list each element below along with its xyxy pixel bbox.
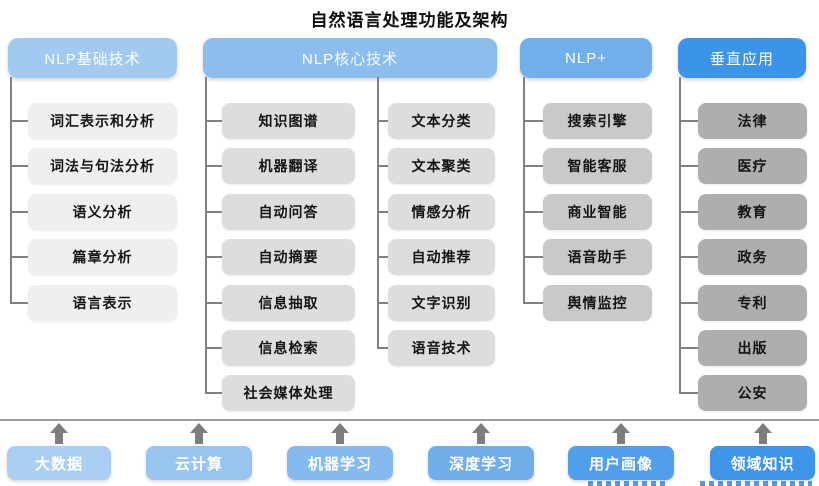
up-arrow-icon: [758, 433, 767, 444]
connector-branch: [205, 347, 222, 349]
connector-branch: [205, 120, 222, 122]
diagram-node: 信息检索: [222, 330, 355, 366]
connector-branch: [523, 302, 543, 304]
foundation-box: 机器学习: [287, 446, 393, 480]
foundation-divider: [0, 419, 819, 421]
foundation-box: 深度学习: [428, 446, 534, 480]
connector-branch: [679, 302, 698, 304]
connector-branch: [205, 302, 222, 304]
connector-branch: [679, 211, 698, 213]
diagram-node: 搜索引擎: [543, 103, 652, 139]
diagram-node: 商业智能: [543, 194, 652, 230]
up-arrow-icon: [50, 423, 68, 433]
diagram-node: 语义分析: [28, 194, 177, 230]
column-header-2: NLP+: [520, 38, 652, 78]
diagram-node: 词汇表示和分析: [28, 103, 177, 139]
connector-branch: [679, 392, 698, 394]
connector-branch: [377, 302, 388, 304]
diagram-node: 语音技术: [388, 330, 495, 366]
connector-branch: [377, 165, 388, 167]
diagram-node: 公安: [698, 375, 807, 411]
connector-line: [10, 77, 12, 303]
connector-branch: [523, 211, 543, 213]
column-header-0: NLP基础技术: [8, 38, 177, 78]
connector-branch: [377, 256, 388, 258]
connector-branch: [205, 256, 222, 258]
diagram-node: 舆情监控: [543, 285, 652, 321]
up-arrow-icon: [331, 423, 349, 433]
diagram-node: 词法与句法分析: [28, 148, 177, 184]
connector-branch: [679, 120, 698, 122]
up-arrow-icon: [195, 433, 203, 444]
connector-line: [205, 77, 207, 393]
up-arrow-icon: [617, 433, 625, 444]
diagram-node: 智能客服: [543, 148, 652, 184]
connector-branch: [523, 120, 543, 122]
diagram-node: 知识图谱: [222, 103, 355, 139]
diagram-node: 自动问答: [222, 194, 355, 230]
connector-branch: [205, 211, 222, 213]
connector-branch: [377, 120, 388, 122]
diagram-node: 语音助手: [543, 239, 652, 275]
connector-branch: [523, 256, 543, 258]
connector-branch: [679, 165, 698, 167]
connector-branch: [377, 347, 388, 349]
connector-branch: [205, 165, 222, 167]
diagram-node: 情感分析: [388, 194, 495, 230]
foundation-box: 用户画像: [568, 446, 674, 480]
connector-branch: [679, 347, 698, 349]
diagram-node: 篇章分析: [28, 239, 177, 275]
diagram-node: 信息抽取: [222, 285, 355, 321]
connector-branch: [205, 392, 222, 394]
column-header-3: 垂直应用: [678, 38, 806, 78]
foundation-box: 大数据: [7, 446, 111, 480]
diagram-node: 文本分类: [388, 103, 495, 139]
diagram-node: 政务: [698, 239, 807, 275]
foundation-box: 云计算: [146, 446, 252, 480]
up-arrow-icon: [55, 433, 63, 444]
connector-branch: [10, 302, 28, 304]
diagram-node: 专利: [698, 285, 807, 321]
connector-line: [679, 77, 681, 393]
connector-branch: [679, 256, 698, 258]
connector-branch: [377, 211, 388, 213]
connector-branch: [523, 165, 543, 167]
connector-branch: [10, 165, 28, 167]
diagram-node: 自动摘要: [222, 239, 355, 275]
diagram-node: 法律: [698, 103, 807, 139]
diagram-node: 文字识别: [388, 285, 495, 321]
up-arrow-icon: [190, 423, 208, 433]
diagram-node: 自动推荐: [388, 239, 495, 275]
foundation-box: 领域知识: [710, 446, 815, 480]
up-arrow-icon: [612, 423, 630, 433]
up-arrow-icon: [753, 423, 772, 433]
diagram-title: 自然语言处理功能及架构: [310, 11, 509, 30]
diagram-node: 机器翻译: [222, 148, 355, 184]
diagram-node: 教育: [698, 194, 807, 230]
connector-branch: [10, 120, 28, 122]
up-arrow-icon: [477, 433, 485, 444]
diagram-node: 出版: [698, 330, 807, 366]
diagram-node: 医疗: [698, 148, 807, 184]
up-arrow-icon: [472, 423, 490, 433]
up-arrow-icon: [336, 433, 344, 444]
connector-branch: [10, 211, 28, 213]
watermark-cutoff: [700, 481, 812, 486]
diagram-node: 文本聚类: [388, 148, 495, 184]
connector-branch: [10, 256, 28, 258]
diagram-node: 语言表示: [28, 285, 177, 321]
column-header-1: NLP核心技术: [203, 38, 497, 78]
diagram-node: 社会媒体处理: [222, 375, 355, 411]
connector-line: [523, 77, 525, 303]
watermark-cutoff: [588, 481, 668, 486]
